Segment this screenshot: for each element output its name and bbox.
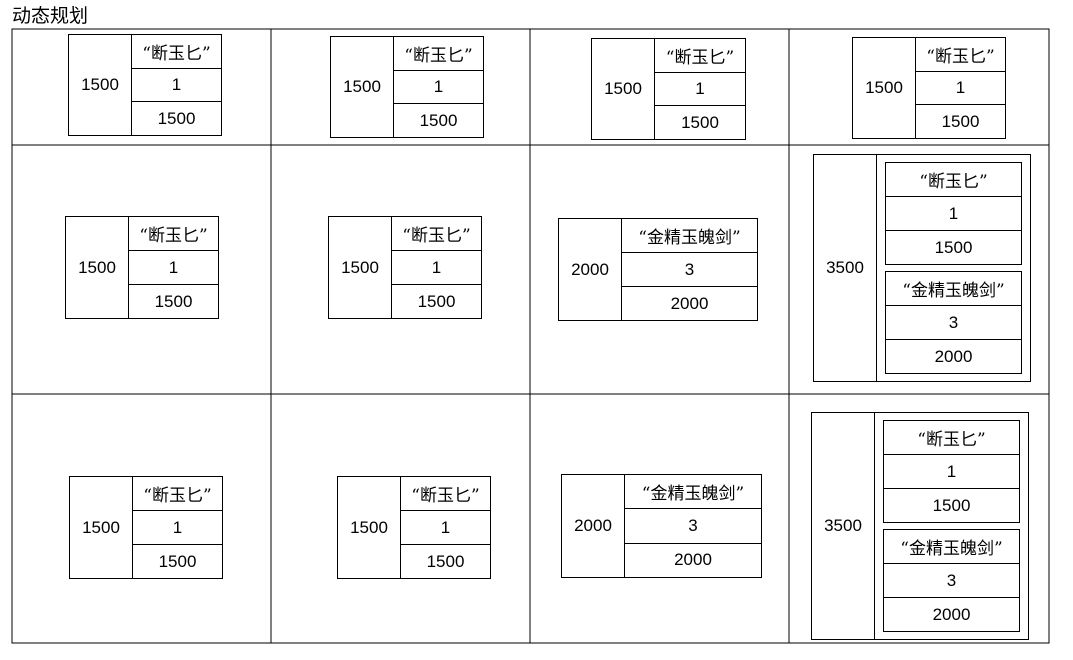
item-value: 1500 bbox=[886, 230, 1021, 264]
item-value: 1500 bbox=[916, 104, 1005, 138]
total-value: 1500 bbox=[66, 217, 129, 318]
item-name: “断玉匕” bbox=[665, 47, 735, 68]
item-weight: 1 bbox=[133, 510, 222, 544]
total-value: 1500 bbox=[69, 35, 132, 135]
item-name: “断玉匕” bbox=[402, 226, 471, 246]
total-value: 1500 bbox=[70, 477, 133, 578]
item-weight: 3 bbox=[886, 305, 1021, 339]
item-name: “金精玉魄剑” bbox=[638, 228, 741, 248]
item-value: 2000 bbox=[884, 597, 1019, 631]
item-value: 2000 bbox=[622, 286, 757, 320]
item-name: “断玉匕” bbox=[411, 486, 480, 506]
item-name: “断玉匕” bbox=[139, 226, 208, 246]
total-value: 1500 bbox=[331, 37, 394, 137]
item-name: “断玉匕” bbox=[143, 486, 212, 506]
item-weight: 1 bbox=[884, 454, 1019, 488]
item-value: 1500 bbox=[655, 105, 745, 139]
item-weight: 1 bbox=[655, 71, 745, 106]
item-weight: 3 bbox=[622, 252, 757, 286]
item-name: “金精玉魄剑” bbox=[641, 484, 745, 505]
item-name: “断玉匕” bbox=[917, 430, 986, 450]
item-name: “金精玉魄剑” bbox=[900, 539, 1003, 559]
item-name: “金精玉魄剑” bbox=[902, 281, 1005, 301]
item-weight: 1 bbox=[129, 250, 218, 284]
page-title: 动态规划 bbox=[12, 5, 89, 27]
item-value: 1500 bbox=[132, 101, 221, 135]
item-value: 1500 bbox=[133, 544, 222, 578]
item-name: “断玉匕” bbox=[926, 46, 995, 67]
item-value: 1500 bbox=[392, 284, 481, 318]
item-value: 1500 bbox=[401, 544, 490, 578]
total-value: 2000 bbox=[559, 219, 622, 320]
total-value: 1500 bbox=[592, 39, 655, 139]
item-name: “断玉匕” bbox=[404, 45, 473, 66]
item-weight: 1 bbox=[916, 70, 1005, 105]
item-weight: 1 bbox=[132, 67, 221, 102]
total-value: 1500 bbox=[329, 217, 392, 318]
total-value: 1500 bbox=[853, 38, 916, 138]
item-weight: 1 bbox=[394, 69, 483, 104]
item-value: 1500 bbox=[884, 488, 1019, 522]
item-weight: 3 bbox=[884, 563, 1019, 597]
total-value: 3500 bbox=[812, 413, 875, 639]
total-value: 3500 bbox=[814, 155, 877, 381]
total-value: 2000 bbox=[562, 475, 625, 577]
item-weight: 1 bbox=[392, 250, 481, 284]
item-value: 2000 bbox=[886, 339, 1021, 373]
item-name: “断玉匕” bbox=[919, 172, 988, 192]
item-name: “断玉匕” bbox=[142, 43, 211, 64]
item-value: 2000 bbox=[625, 542, 761, 577]
item-value: 1500 bbox=[394, 103, 483, 137]
item-weight: 1 bbox=[401, 510, 490, 544]
total-value: 1500 bbox=[338, 477, 401, 578]
item-value: 1500 bbox=[129, 284, 218, 318]
item-weight: 1 bbox=[886, 196, 1021, 230]
item-weight: 3 bbox=[625, 508, 761, 542]
